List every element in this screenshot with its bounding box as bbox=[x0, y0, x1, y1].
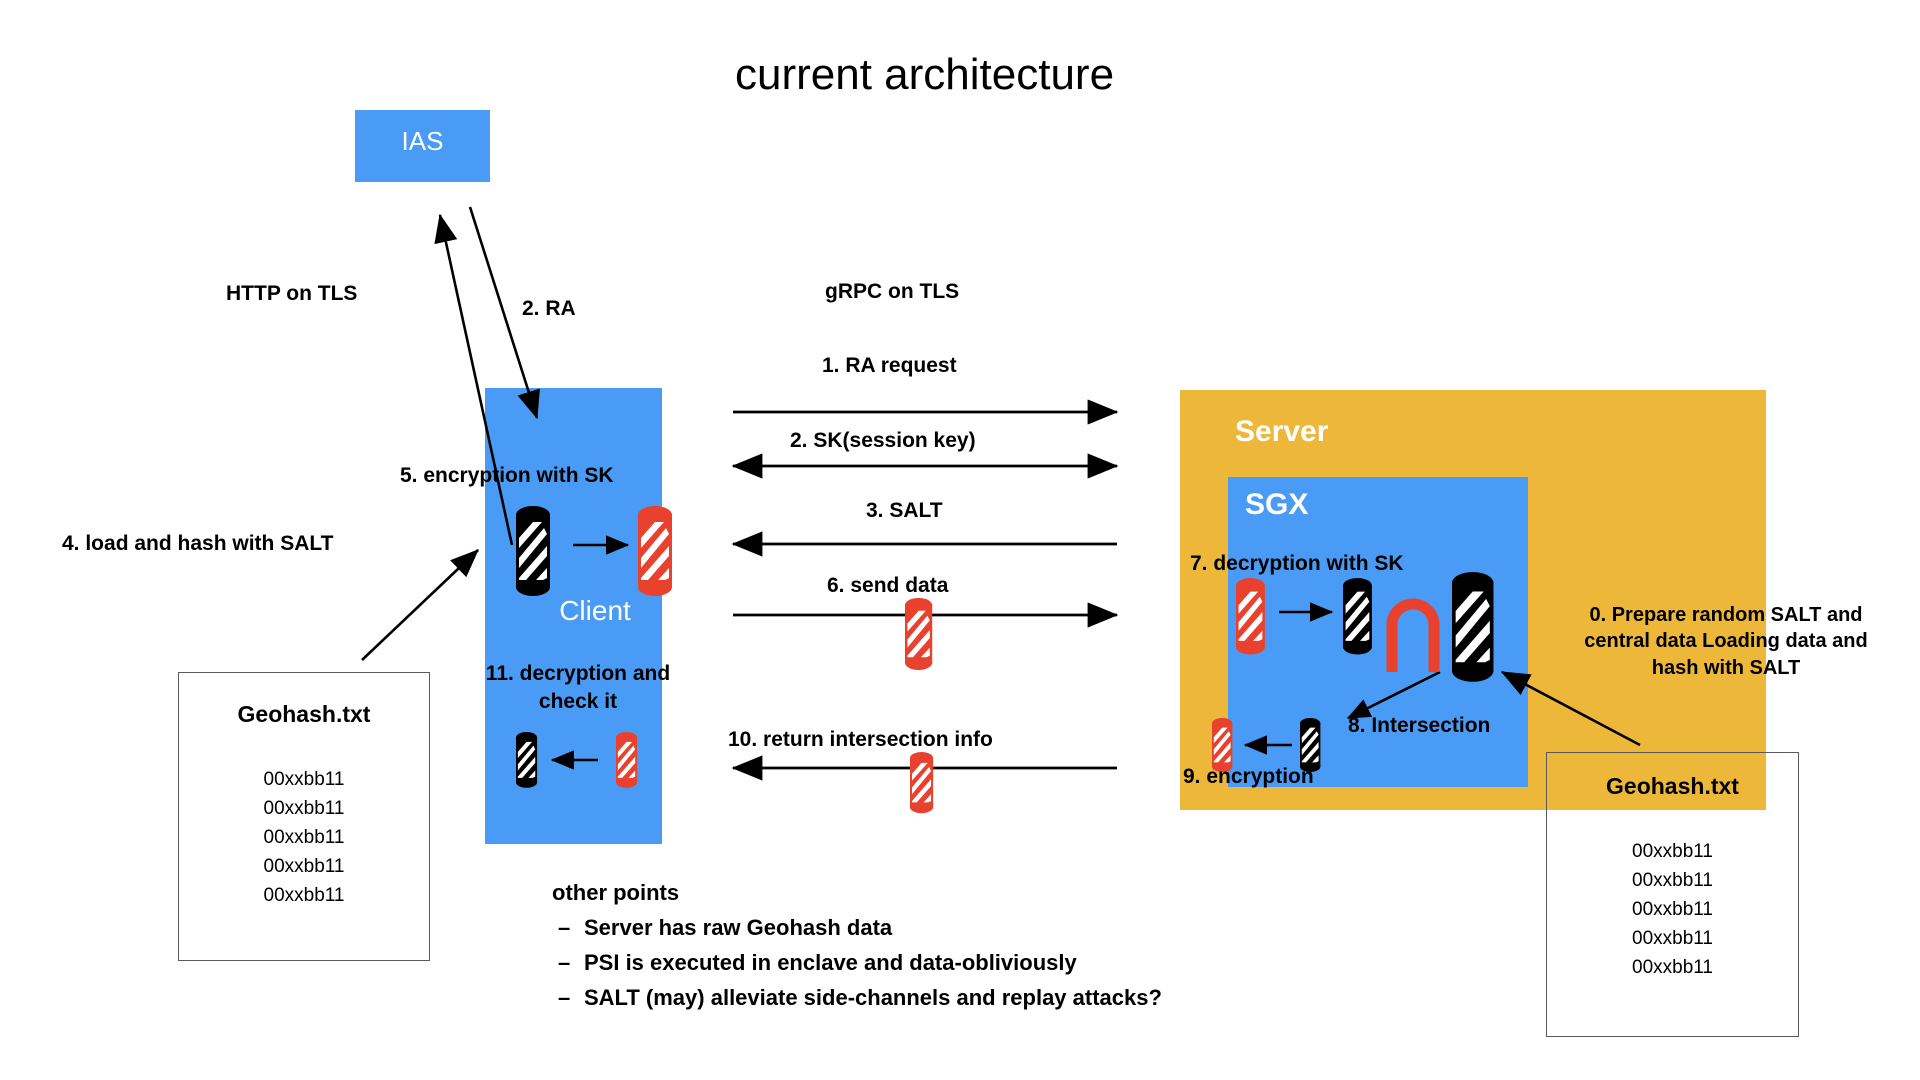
file-contents: 00xxbb11 00xxbb11 00xxbb11 00xxbb11 00xx… bbox=[1547, 838, 1798, 982]
file-contents: 00xxbb11 00xxbb11 00xxbb11 00xxbb11 00xx… bbox=[179, 766, 429, 910]
file-name: Geohash.txt bbox=[1606, 773, 1739, 799]
file-line: 00xxbb11 bbox=[1632, 841, 1713, 862]
label-step-6-send-data: 6. send data bbox=[827, 574, 949, 597]
label-step-7-decryption: 7. decryption with SK bbox=[1190, 552, 1404, 575]
label-step-2-ra: 2. RA bbox=[522, 297, 576, 320]
label-step-1-ra-request: 1. RA request bbox=[822, 354, 957, 377]
label-http-on-tls: HTTP on TLS bbox=[226, 282, 358, 305]
node-sgx bbox=[1228, 477, 1528, 787]
other-points-item-text: PSI is executed in enclave and data-obli… bbox=[584, 950, 1077, 975]
node-ias-label: IAS bbox=[401, 126, 444, 156]
file-line: 00xxbb11 bbox=[263, 797, 345, 819]
other-points-item: –Server has raw Geohash data bbox=[552, 915, 1162, 941]
bullet-marker: – bbox=[558, 950, 571, 975]
other-points-item-text: SALT (may) alleviate side-channels and r… bbox=[584, 985, 1162, 1010]
label-grpc-on-tls: gRPC on TLS bbox=[825, 280, 960, 303]
encrypted-capsule-icon bbox=[910, 752, 934, 814]
file-line: 00xxbb11 bbox=[1632, 898, 1713, 920]
page-title: current architecture bbox=[735, 50, 1115, 99]
label-step-8-intersection: 8. Intersection bbox=[1348, 714, 1491, 737]
encrypted-capsule-icon bbox=[905, 598, 933, 670]
other-points-block: other points –Server has raw Geohash dat… bbox=[552, 880, 1162, 1011]
label-step-3-salt: 3. SALT bbox=[866, 499, 943, 522]
file-name: Geohash.txt bbox=[237, 701, 371, 727]
node-sgx-label: SGX bbox=[1245, 488, 1309, 521]
bullet-marker: – bbox=[558, 915, 571, 940]
other-points-item-text: Server has raw Geohash data bbox=[584, 915, 893, 940]
file-line: 00xxbb11 bbox=[263, 855, 345, 877]
label-step-4-load-hash: 4. load and hash with SALT bbox=[62, 532, 334, 555]
label-step-2-session-key: 2. SK(session key) bbox=[790, 429, 976, 452]
file-box-client-geohash: Geohash.txt 00xxbb11 00xxbb11 00xxbb11 0… bbox=[178, 672, 430, 961]
file-box-server-geohash: Geohash.txt 00xxbb11 00xxbb11 00xxbb11 0… bbox=[1546, 752, 1799, 1037]
other-points-item: –SALT (may) alleviate side-channels and … bbox=[552, 985, 1162, 1011]
file-line: 00xxbb11 bbox=[263, 884, 345, 906]
label-step-10-return-intersection: 10. return intersection info bbox=[728, 728, 993, 751]
file-line: 00xxbb11 bbox=[263, 769, 345, 790]
node-client-label: Client bbox=[559, 595, 631, 626]
file-line: 00xxbb11 bbox=[1632, 869, 1713, 891]
other-points-heading: other points bbox=[552, 880, 680, 905]
label-step-5-encryption: 5. encryption with SK bbox=[400, 464, 614, 487]
file-line: 00xxbb11 bbox=[1632, 956, 1713, 978]
file-line: 00xxbb11 bbox=[263, 826, 345, 848]
label-step-9-encryption: 9. encryption bbox=[1183, 765, 1314, 788]
file-line: 00xxbb11 bbox=[1632, 927, 1713, 949]
other-points-item: –PSI is executed in enclave and data-obl… bbox=[552, 950, 1162, 976]
label-step-0-prepare: 0. Prepare random SALT and central data … bbox=[1584, 604, 1868, 679]
bullet-marker: – bbox=[558, 985, 571, 1010]
arrow-load-hash bbox=[361, 549, 479, 661]
node-server-label: Server bbox=[1235, 415, 1329, 448]
node-ias: IAS bbox=[355, 110, 490, 182]
label-step-11-decryption: 11. decryption and check it bbox=[485, 662, 671, 713]
